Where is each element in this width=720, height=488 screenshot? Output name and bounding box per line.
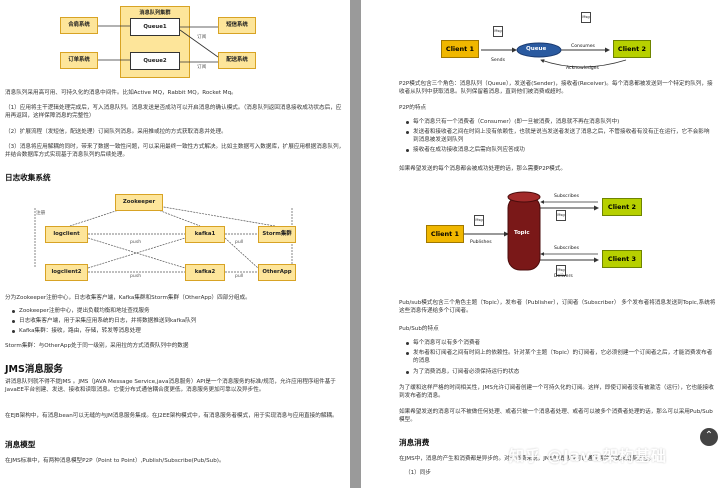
p2p-queue-label: Queue — [526, 46, 547, 52]
pubsub-label-subscribes-2: Subscribes — [554, 246, 579, 251]
right-bullet-1: 每个消息只有一个消费者（Consumer）(即一旦被消费，消息就不再在消息队列中… — [405, 119, 620, 125]
label-register: 注册 — [36, 211, 46, 216]
kafka2-node: kafka2 — [185, 264, 225, 281]
heading-message-consume: 消息消费 — [399, 438, 430, 447]
log-collection-diagram: Zookeeper logclient logclient2 kafka1 ka… — [30, 188, 300, 288]
order-system-1: 合肩系统 — [60, 17, 98, 34]
p2p-client2: Client 2 — [613, 40, 651, 58]
pubsub-client3: Client 3 — [602, 250, 642, 268]
label-pull-1: pull — [235, 240, 244, 245]
left-p1: 消息队列采用高可用、可持久化的消息中间件。比如Active MQ，Rabbit … — [5, 90, 237, 96]
left-p9: 在JMS标准中，有两种消息模型P2P（Point to Point）,Publi… — [5, 458, 225, 464]
scroll-top-icon[interactable]: ⌃ — [700, 428, 718, 446]
mq-cluster-title: 消息队列集群 — [139, 10, 171, 16]
pubsub-label-delivers-2: Delivers — [554, 274, 573, 279]
kafka1-node: kafka1 — [185, 226, 225, 243]
pubsub-msg-3: Msg — [556, 265, 566, 276]
heading-pubsub-features: Pub/Sub的特点 — [399, 326, 439, 332]
heading-log-collection: 日志收集系统 — [5, 173, 51, 182]
mq-cluster-diagram: 消息队列集群 Queue1 Queue2 合肩系统 订单系统 短信系统 配送系统… — [60, 2, 270, 82]
heading-jms: JMS消息服务 — [5, 364, 63, 375]
left-bullet-1: Zookeeper注册中心，提出负载均衡和地址查找服务 — [12, 308, 150, 314]
zookeeper-node: Zookeeper — [115, 194, 163, 211]
right-p3: Pub/sub模式包含三个角色主题（Topic），发布者（Publisher），… — [399, 300, 716, 315]
p2p-diagram: Client 1 Client 2 Queue Msg Msg Sends Co… — [441, 2, 656, 74]
edge-label-subscribe-1: 订阅 — [197, 35, 207, 40]
left-p2: （1）应用将主干逻辑处理完成后，写入消息队列。消息发送是否成功可以开启消息的确认… — [5, 105, 342, 120]
p2p-label-sends: Sends — [491, 58, 505, 63]
right-bullet-6: 为了消费消息，订阅者必须保持运行的状态 — [405, 369, 520, 375]
right-p4: 为了缓和这样严格的时间相关性，JMS允许订阅者创建一个可持久化的订阅。这样，即使… — [399, 385, 714, 400]
logclient2-node: logclient2 — [45, 264, 88, 281]
left-bullet-2: 日志收集客户端，用于采集应用系统的日志，并将数据推送到kafka队列 — [11, 318, 197, 324]
mq-arrows — [98, 25, 219, 63]
left-p5: 分为Zookeeper注册中心，日志收集客户端，Kafka集群和Storm集群（… — [5, 295, 251, 301]
zhihu-watermark: 知乎 @Java架构基础 — [509, 447, 667, 465]
pubsub-diagram: Client 1 Client 2 Client 3 Topic Msg Msg… — [426, 180, 646, 285]
right-bullet-4: 每个消息可以有多个消费者 — [405, 340, 481, 346]
left-bullet-3: Kafka集群：接收，路由，存储，转发等消息处理 — [12, 328, 141, 334]
label-push-1: push — [130, 240, 142, 245]
right-bullet-3: 接收者在成功接收消息之后需向队列应答成功 — [406, 147, 525, 153]
left-p8: 在EJB架构中，有消息bean可以无缝的与JM消息服务集成。在J2EE架构模式中… — [5, 413, 338, 419]
right-p6: 在JMS中，消息的产生和消费都是异步的。对于消费来说，JMS的消息者可以通过两种… — [399, 456, 654, 462]
queue1-node: Queue1 — [130, 18, 180, 36]
otherapp-node: OtherApp — [258, 264, 296, 281]
left-page: 消息队列集群 Queue1 Queue2 合肩系统 订单系统 短信系统 配送系统… — [0, 0, 350, 488]
p2p-msg-2: Msg — [581, 12, 591, 23]
sms-system: 短信系统 — [218, 17, 256, 34]
logclient-node: logclient — [45, 226, 88, 243]
p2p-arrows — [481, 42, 627, 68]
left-p4: （3）消息将应用解耦的同时，带来了数据一致性问题，可以采用最终一致性方式解决。比… — [5, 144, 345, 159]
heading-message-model: 消息模型 — [5, 440, 36, 449]
left-p3: （2）扩展流程（发短信，配送处理）订阅队列消息。采用推或拉的方式获取消息并处理。 — [5, 129, 227, 135]
p2p-client1: Client 1 — [441, 40, 479, 58]
right-p7: （1）同步 — [405, 470, 431, 476]
pubsub-arrows — [464, 191, 599, 271]
right-bullet-2: 发送者和接收者之间在时间上没有依赖性，也就是说当发送者发送了消息之后，不管接收者… — [406, 128, 713, 145]
right-p1: P2P模式包含三个角色：消息队列（Queue），发送者(Sender)，接收者(… — [399, 81, 713, 96]
right-p2: 如果希望发送的每个消息都会被成功处理的话，那么需要P2P模式。 — [399, 166, 566, 172]
pubsub-msg-1: Msg — [474, 215, 484, 226]
pubsub-label-publishes: Publishes — [470, 240, 492, 245]
pubsub-client2: Client 2 — [602, 198, 642, 216]
right-p5: 如果希望发送的消息可以不被做任何处理、或者只被一个消息者处理、或者可以被多个消费… — [399, 409, 713, 424]
left-p7: 讲消息队列就不得不提JMS 。JMS（JAVA Message Service,… — [5, 379, 336, 394]
p2p-label-consumes: Consumes — [571, 44, 595, 49]
p2p-msg-1: Msg — [493, 26, 503, 37]
label-push-2: push — [130, 274, 142, 279]
pubsub-topic-label: Topic — [514, 230, 530, 236]
queue2-node: Queue2 — [130, 52, 180, 70]
pubsub-label-subscribes-1: Subscribes — [554, 194, 579, 199]
label-pull-2: pull — [235, 274, 244, 279]
pubsub-client1: Client 1 — [426, 225, 464, 243]
left-p6: Storm集群：与OtherApp处于同一级别，采用拉的方式消费队列中的数据 — [5, 343, 189, 349]
edge-label-subscribe-2: 订阅 — [197, 65, 207, 70]
p2p-label-ack: Acknowledges — [566, 66, 599, 71]
right-bullet-5: 发布者和订阅者之间有时间上的依赖性。针对某个主题（Topic）的订阅者，它必须创… — [406, 350, 713, 365]
right-page: Client 1 Client 2 Queue Msg Msg Sends Co… — [361, 0, 720, 488]
pubsub-msg-2: Msg — [556, 210, 566, 221]
dist-system: 配送系统 — [218, 52, 256, 69]
order-system-2: 订单系统 — [60, 52, 98, 69]
storm-node: Storm集群 — [258, 226, 296, 243]
heading-p2p-features: P2P的特点 — [399, 105, 427, 111]
